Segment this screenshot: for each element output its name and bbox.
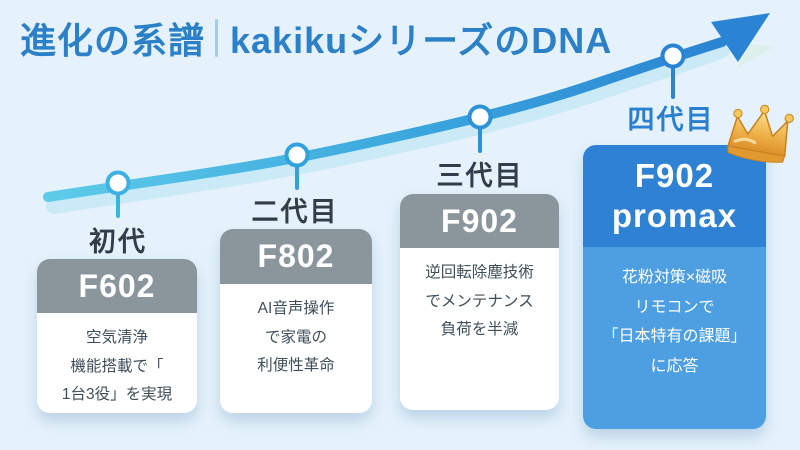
generation-label-4: 四代目 <box>627 105 715 135</box>
timeline-node-3 <box>467 104 493 130</box>
model-card-f902: F902 逆回転除塵技術 でメンテナンス 負荷を半減 <box>400 194 559 410</box>
model-name: F602 <box>37 259 197 313</box>
arrowhead-glint <box>737 44 776 68</box>
timeline-node-2 <box>284 142 310 168</box>
model-description: 空気清浄 機能搭載で「 1台3役」を実現 <box>61 329 173 404</box>
model-card-f802: F802 AI音声操作 で家電の 利便性革命 <box>220 229 372 413</box>
timeline-node-1 <box>105 170 131 196</box>
crown-icon <box>727 104 794 163</box>
model-card-f602: F602 空気清浄 機能搭載で「 1台3役」を実現 <box>37 259 197 413</box>
page-title: 進化の系譜 kakikuシリーズのDNA <box>20 12 612 64</box>
model-description: 花粉対策×磁吸 リモコンで 「日本特有の課題」 に応答 <box>583 247 766 429</box>
model-card-f902-promax: F902 promax 花粉対策×磁吸 リモコンで 「日本特有の課題」 に応答 <box>583 145 766 429</box>
arrowhead <box>711 13 770 62</box>
model-name: F802 <box>220 229 372 284</box>
generation-label-2: 二代目 <box>251 197 339 227</box>
title-main: 進化の系譜 <box>20 20 206 61</box>
model-description: 逆回転除塵技術 でメンテナンス 負荷を半減 <box>425 264 534 339</box>
timeline-node-4 <box>660 43 686 69</box>
generation-label-3: 三代目 <box>436 161 524 191</box>
model-name: F902 promax <box>583 145 766 247</box>
title-sub: kakikuシリーズのDNA <box>230 20 613 61</box>
generation-label-1: 初代 <box>89 227 147 257</box>
title-separator <box>215 19 219 57</box>
model-description: AI音声操作 で家電の 利便性革命 <box>257 300 335 375</box>
model-name: F902 <box>400 194 559 248</box>
